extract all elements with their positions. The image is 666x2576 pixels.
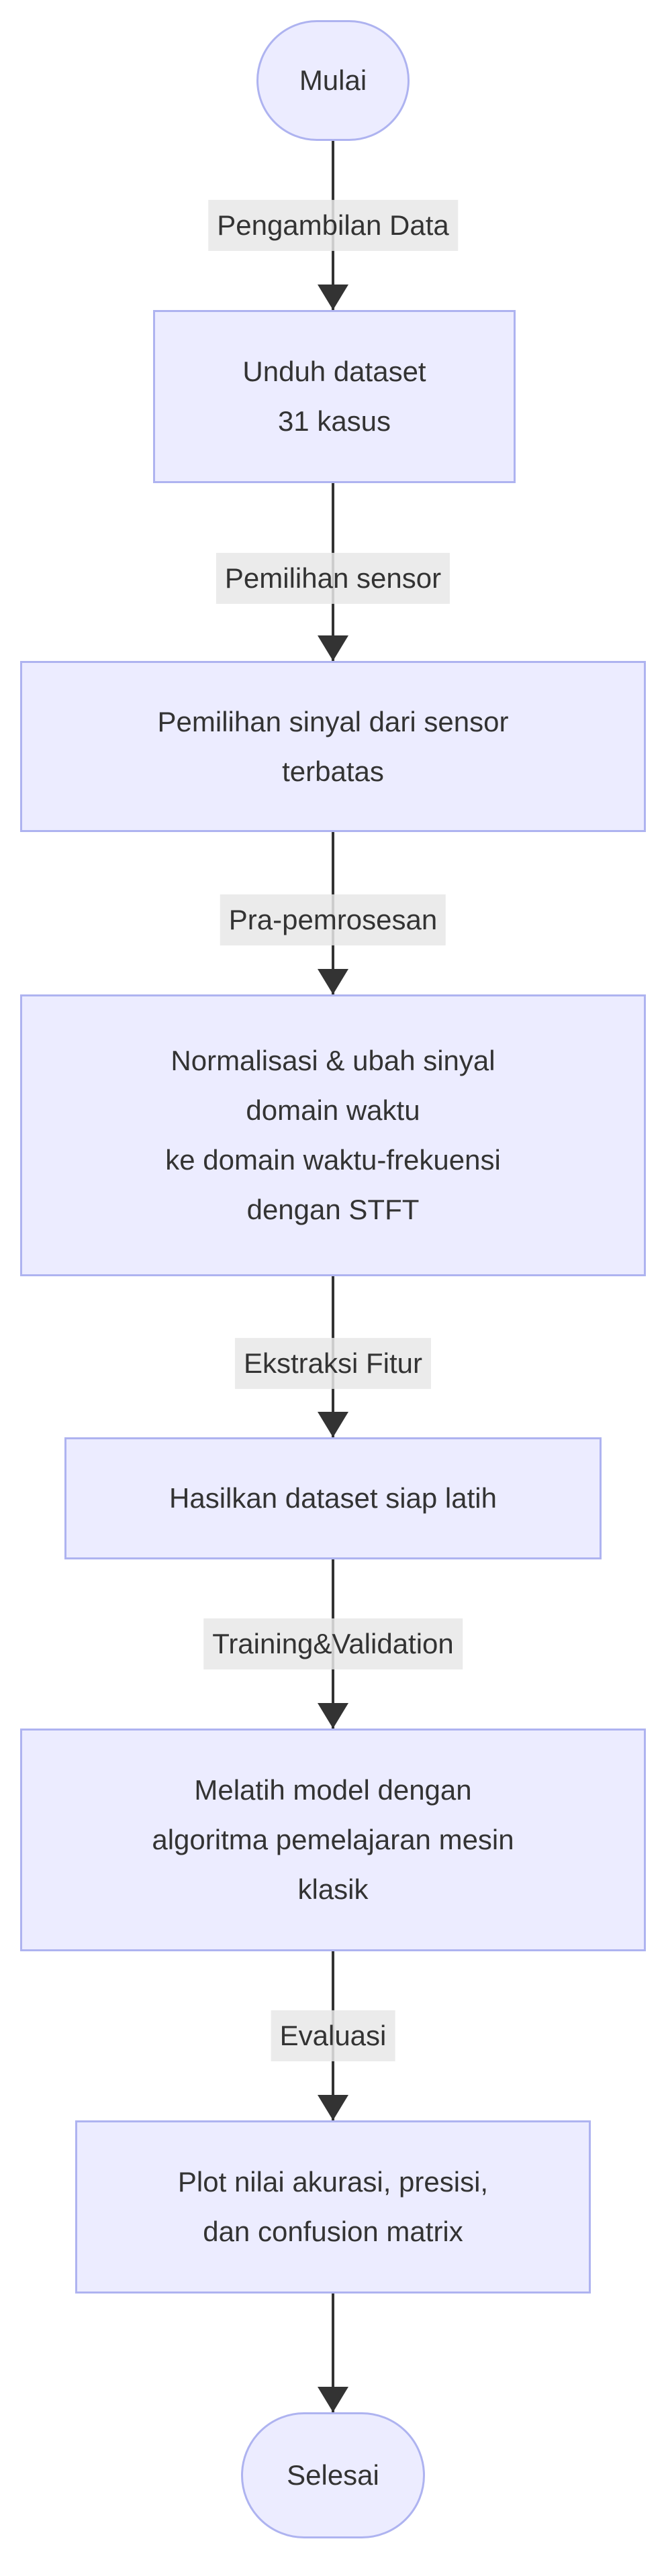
edge-label-training-validation: Training&Validation	[203, 1618, 463, 1670]
edge-label-ekstraksi-fitur: Ekstraksi Fitur	[234, 1337, 432, 1390]
edge-connector-line	[332, 2294, 334, 2412]
flow-node-end: Selesai	[241, 2412, 425, 2538]
arrowhead-down-icon	[318, 1412, 348, 1437]
arrowhead-down-icon	[318, 2387, 348, 2412]
flow-node-train-model: Melatih model dengan algoritma pemelajar…	[20, 1729, 646, 1951]
arrowhead-down-icon	[318, 1703, 348, 1729]
node-label-line: ke domain waktu-frekuensi	[165, 1144, 501, 1176]
arrowhead-down-icon	[318, 285, 348, 310]
node-label-line: domain waktu	[246, 1094, 420, 1126]
edge-label-pra-pemrosesan: Pra-pemrosesan	[220, 894, 446, 946]
node-label-line: Plot nilai akurasi, presisi,	[177, 2166, 489, 2198]
arrowhead-down-icon	[318, 2095, 348, 2120]
flow-node-start: Mulai	[256, 20, 410, 141]
flow-node-plot-results: Plot nilai akurasi, presisi, dan confusi…	[75, 2120, 591, 2294]
node-label-line: Normalisasi & ubah sinyal	[171, 1045, 495, 1076]
node-label: Hasilkan dataset siap latih	[169, 1482, 497, 1514]
flow-node-dataset-ready: Hasilkan dataset siap latih	[64, 1437, 602, 1559]
node-label-line: dengan STFT	[246, 1194, 420, 1225]
node-label-line: terbatas	[282, 755, 384, 787]
node-label-line: klasik	[297, 1873, 369, 1905]
arrowhead-down-icon	[318, 969, 348, 994]
flow-node-preprocessing: Normalisasi & ubah sinyal domain waktu k…	[20, 994, 646, 1276]
node-label-line: 31 kasus	[277, 405, 391, 437]
flow-node-signal-selection: Pemilihan sinyal dari sensor terbatas	[20, 661, 646, 832]
node-label-line: Unduh dataset	[242, 356, 426, 387]
arrowhead-down-icon	[318, 635, 348, 661]
flow-node-download-dataset: Unduh dataset 31 kasus	[153, 310, 516, 483]
node-label: Mulai	[299, 64, 367, 96]
edge-label-pengambilan-data: Pengambilan Data	[208, 199, 458, 252]
node-label-line: Pemilihan sinyal dari sensor	[157, 705, 509, 737]
edge-label-evaluasi: Evaluasi	[271, 2010, 395, 2062]
node-label-line: Melatih model dengan	[194, 1774, 472, 1806]
node-label-line: dan confusion matrix	[203, 2216, 463, 2247]
node-label-line: algoritma pemelajaran mesin	[152, 1824, 514, 1855]
edge-label-pemilihan-sensor: Pemilihan sensor	[216, 552, 450, 605]
node-label: Selesai	[287, 2459, 379, 2491]
